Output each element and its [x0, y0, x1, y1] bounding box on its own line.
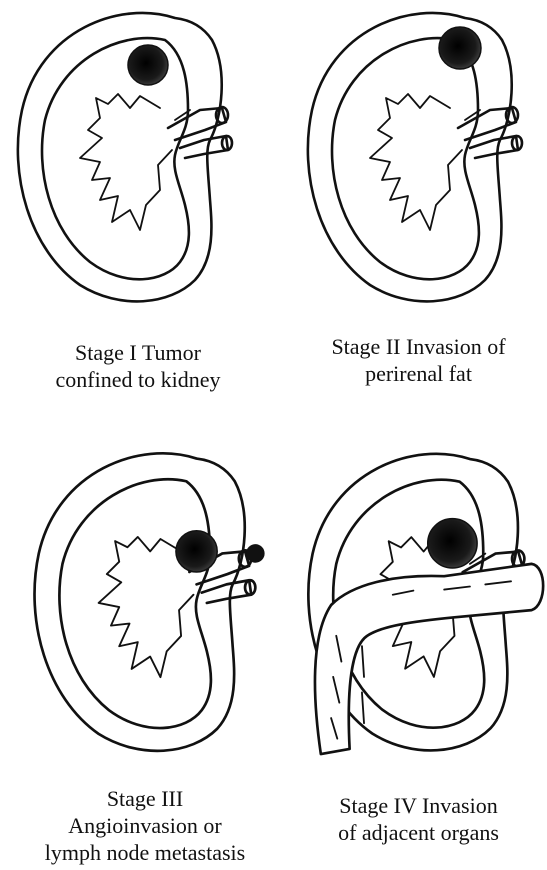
stage-3-tumor	[176, 531, 217, 572]
stage-3-description-line2: lymph node metastasis	[0, 839, 290, 866]
stage-1-panel: Stage I Tumor confined to kidney	[0, 0, 273, 400]
stage-1-description: confined to kidney	[18, 366, 258, 393]
stage-2-panel: Stage II Invasion of perirenal fat	[290, 0, 547, 400]
stage-2-tumor	[439, 27, 481, 69]
stage-4-description: of adjacent organs	[290, 819, 547, 846]
stage-4-panel: Stage IV Invasion of adjacent organs	[290, 430, 547, 870]
stage-2-description: perirenal fat	[290, 360, 547, 387]
stage-3-kidney-illustration	[10, 440, 280, 770]
stage-2-title: Stage II Invasion of	[290, 333, 547, 360]
stage-2-kidney-illustration	[290, 0, 540, 320]
stage-3-description-line1: Angioinvasion or	[0, 812, 290, 839]
stage-1-title: Stage I Tumor	[18, 339, 258, 366]
stage-4-caption: Stage IV Invasion of adjacent organs	[290, 792, 547, 846]
stage-4-tumor	[428, 519, 477, 568]
stage-2-caption: Stage II Invasion of perirenal fat	[290, 333, 547, 387]
stage-3-lymph-node	[246, 544, 265, 563]
stage-3-title: Stage III	[0, 785, 290, 812]
stage-1-caption: Stage I Tumor confined to kidney	[18, 339, 258, 393]
stage-4-title: Stage IV Invasion	[290, 792, 547, 819]
stage-4-kidney-illustration	[290, 440, 547, 770]
stage-4-adjacent-bowel	[315, 564, 543, 754]
stage-1-tumor	[128, 45, 168, 85]
stage-3-panel: Stage III Angioinvasion or lymph node me…	[0, 430, 290, 870]
stage-3-caption: Stage III Angioinvasion or lymph node me…	[0, 785, 290, 866]
stage-1-kidney-illustration	[0, 0, 250, 320]
